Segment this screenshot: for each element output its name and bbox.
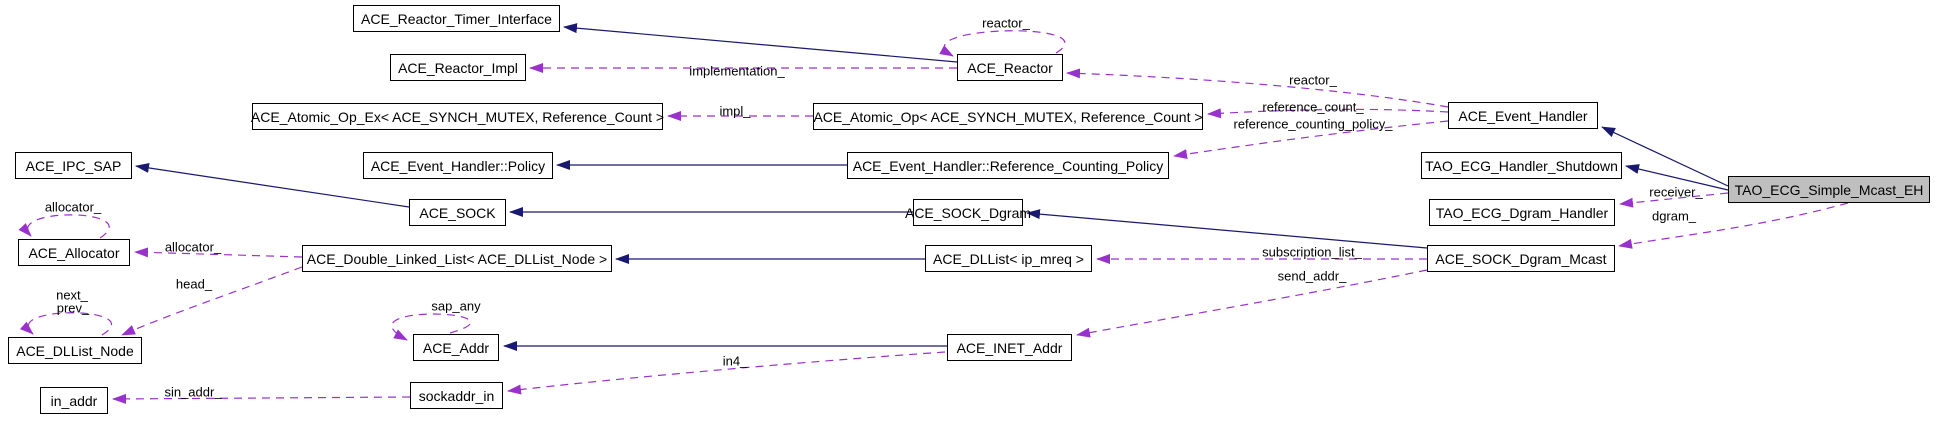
class-node-in-addr[interactable]: in_addr (40, 387, 108, 414)
edge-label-reference-counting-policy: reference_counting_policy_ (1233, 116, 1393, 132)
edge-allocator-self-loop (18, 214, 110, 239)
edge-sock-to-ipc-sap (135, 162, 410, 208)
class-node-ace-event-handler-policy[interactable]: ACE_Event_Handler::Policy (363, 152, 553, 179)
edge-label-sin-addr: sin_addr_ (164, 384, 222, 400)
class-node-ace-addr[interactable]: ACE_Addr (413, 334, 499, 361)
class-node-ace-reactor[interactable]: ACE_Reactor (957, 54, 1063, 81)
edge-sin-addr (112, 393, 411, 404)
class-node-sockaddr-in[interactable]: sockaddr_in (410, 382, 503, 409)
class-node-tao-ecg-dgram-handler[interactable]: TAO_ECG_Dgram_Handler (1429, 199, 1615, 226)
edge-label-in4: in4_ (722, 353, 748, 369)
edge-label-allocator: allocator_ (44, 199, 102, 215)
edge-label-implementation: implementation_ (689, 63, 785, 79)
edge-label-allocator: allocator_ (164, 239, 222, 255)
class-node-ace-sock[interactable]: ACE_SOCK (409, 199, 506, 226)
class-node-ace-inet-addr[interactable]: ACE_INET_Addr (947, 334, 1072, 361)
class-node-ace-ipc-sap[interactable]: ACE_IPC_SAP (15, 152, 132, 179)
edge-label-send-addr: send_addr_ (1277, 268, 1347, 284)
edge-label-reactor: reactor_ (982, 15, 1030, 31)
class-node-ace-sock-dgram[interactable]: ACE_SOCK_Dgram (905, 199, 1031, 226)
class-node-ace-allocator[interactable]: ACE_Allocator (18, 239, 130, 266)
edge-dgram-mcast-to-sock-dgram (1026, 209, 1428, 249)
class-node-ace-reactor-timer-interface[interactable]: ACE_Reactor_Timer_Interface (353, 5, 560, 32)
edge-label-prev: prev_ (56, 300, 90, 316)
class-node-ace-atomic-op-ace-synch-mutex-reference-count[interactable]: ACE_Atomic_Op< ACE_SYNCH_MUTEX, Referenc… (813, 103, 1203, 130)
class-node-ace-event-handler[interactable]: ACE_Event_Handler (1448, 102, 1598, 129)
edge-receiver (1619, 192, 1729, 208)
edge-head (121, 266, 303, 336)
edge-in4 (507, 351, 946, 395)
edge-sap-any-self-loop (391, 313, 471, 341)
edge-mcast-eh-to-handler-shutdown (1625, 164, 1729, 191)
class-node-ace-event-handler-reference-counting-policy[interactable]: ACE_Event_Handler::Reference_Counting_Po… (847, 152, 1169, 179)
edge-reactor-long (1066, 68, 1449, 108)
edge-next-prev-self-loop (19, 312, 113, 336)
edge-reference-counting-policy (1173, 120, 1449, 160)
edge-reactor-to-timer-interface (563, 23, 958, 63)
edge-label-head: head_ (175, 276, 213, 292)
class-node-ace-atomic-op-ex-ace-synch-mutex-reference-count[interactable]: ACE_Atomic_Op_Ex< ACE_SYNCH_MUTEX, Refer… (251, 103, 664, 130)
edge-label-receiver: receiver_ (1649, 184, 1703, 200)
class-node-ace-double-linked-list-ace-dllist-node[interactable]: ACE_Double_Linked_List< ACE_DLList_Node … (302, 245, 612, 272)
edge-dgram (1618, 202, 1849, 249)
edge-label-sap-any: sap_any (431, 298, 481, 314)
class-node-ace-dllist-node[interactable]: ACE_DLList_Node (8, 337, 142, 364)
class-node-ace-dllist-ip-mreq[interactable]: ACE_DLList< ip_mreq > (925, 245, 1092, 272)
class-node-ace-reactor-impl[interactable]: ACE_Reactor_Impl (390, 54, 526, 81)
edge-send-addr (1076, 269, 1428, 338)
edge-label-reference-count: reference_count_ (1262, 99, 1364, 115)
class-node-tao-ecg-simple-mcast-eh: TAO_ECG_Simple_Mcast_EH (1728, 176, 1930, 203)
class-node-tao-ecg-handler-shutdown[interactable]: TAO_ECG_Handler_Shutdown (1421, 152, 1622, 179)
edge-label-next: next_ (56, 287, 88, 303)
edge-label-impl: impl_ (719, 103, 751, 119)
edge-reference-count (1207, 108, 1449, 119)
edge-label-subscription-list: subscription_list_ (1262, 244, 1362, 260)
edge-label-dgram: dgram_ (1651, 208, 1697, 224)
edge-mcast-eh-to-event-handler (1601, 126, 1729, 187)
class-node-ace-sock-dgram-mcast[interactable]: ACE_SOCK_Dgram_Mcast (1427, 245, 1615, 272)
edge-label-reactor: reactor_ (1289, 72, 1337, 88)
edge-reactor-self-loop (939, 30, 1066, 57)
